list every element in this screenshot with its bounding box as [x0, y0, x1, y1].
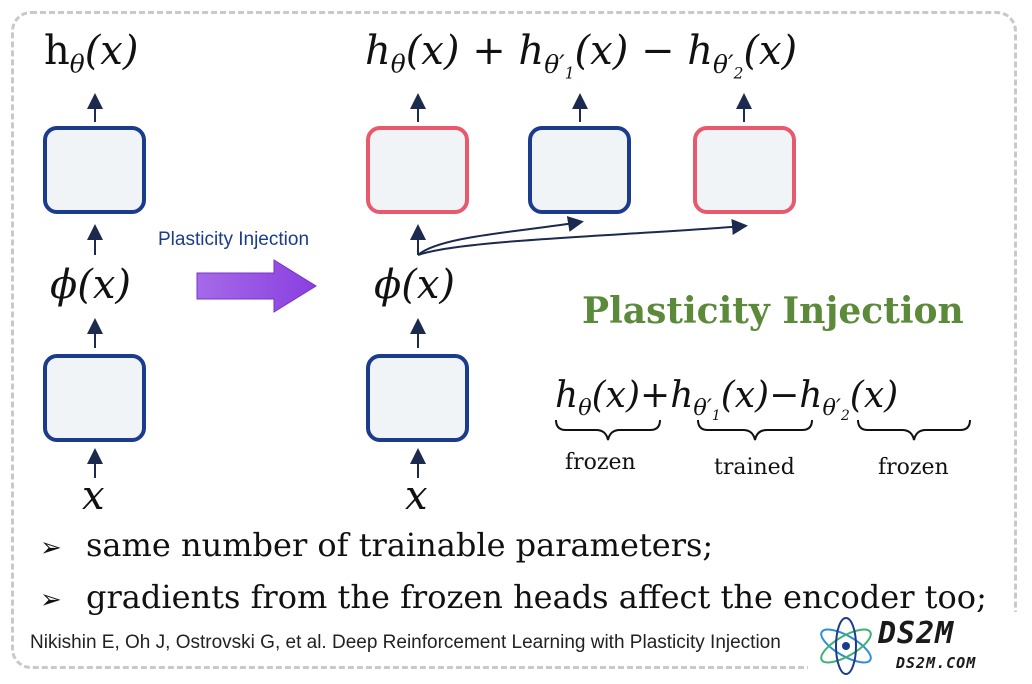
annotation-trained: trained	[714, 455, 795, 480]
arrow-bullet-icon: ➢	[40, 533, 62, 563]
arrow-bullet-icon: ➢	[40, 585, 62, 615]
annotation-frozen-1: frozen	[565, 450, 636, 475]
left-head-box	[43, 126, 146, 214]
brace-frozen-1	[555, 419, 661, 441]
right-input-label: x	[405, 473, 428, 519]
section-title: Plasticity Injection	[582, 290, 964, 332]
equation: hθ(x)+hθ′1(x)−hθ′2(x)	[555, 375, 899, 424]
arrow-to-head1	[417, 216, 584, 256]
left-output-label: hθ(x)	[44, 28, 139, 79]
logo-sub-text: DS2M.COM	[896, 654, 977, 672]
bullet-item: ➢ gradients from the frozen heads affect …	[40, 578, 987, 616]
right-output-label: hθ(x) + hθ′1(x) − hθ′2(x)	[365, 28, 798, 83]
logo-main-text: DS2M	[878, 616, 955, 651]
left-feature-label: ϕ(x)	[50, 262, 132, 308]
brace-frozen-2	[857, 419, 971, 441]
frozen-copy-head-box	[693, 126, 796, 214]
bullet-text: same number of trainable parameters;	[86, 526, 714, 564]
annotation-frozen-2: frozen	[878, 455, 949, 480]
bullet-text: gradients from the frozen heads affect t…	[86, 578, 987, 616]
ds2m-logo: DS2M DS2M.COM	[808, 612, 1020, 676]
dashed-frame	[11, 11, 1017, 669]
right-feature-label: ϕ(x)	[374, 262, 456, 308]
plasticity-injection-arrow-label: Plasticity Injection	[158, 229, 310, 250]
left-encoder-box	[43, 354, 146, 442]
citation: Nikishin E, Oh J, Ostrovski G, et al. De…	[30, 632, 781, 653]
left-input-label: x	[82, 473, 105, 519]
right-encoder-box	[366, 354, 469, 442]
arrow-to-head2	[417, 218, 748, 256]
atom-icon	[820, 617, 872, 675]
bullet-item: ➢ same number of trainable parameters;	[40, 526, 713, 564]
transform-arrow	[196, 259, 317, 313]
brace-trained	[697, 419, 813, 441]
frozen-head-box	[366, 126, 469, 214]
trained-head-box	[528, 126, 631, 214]
